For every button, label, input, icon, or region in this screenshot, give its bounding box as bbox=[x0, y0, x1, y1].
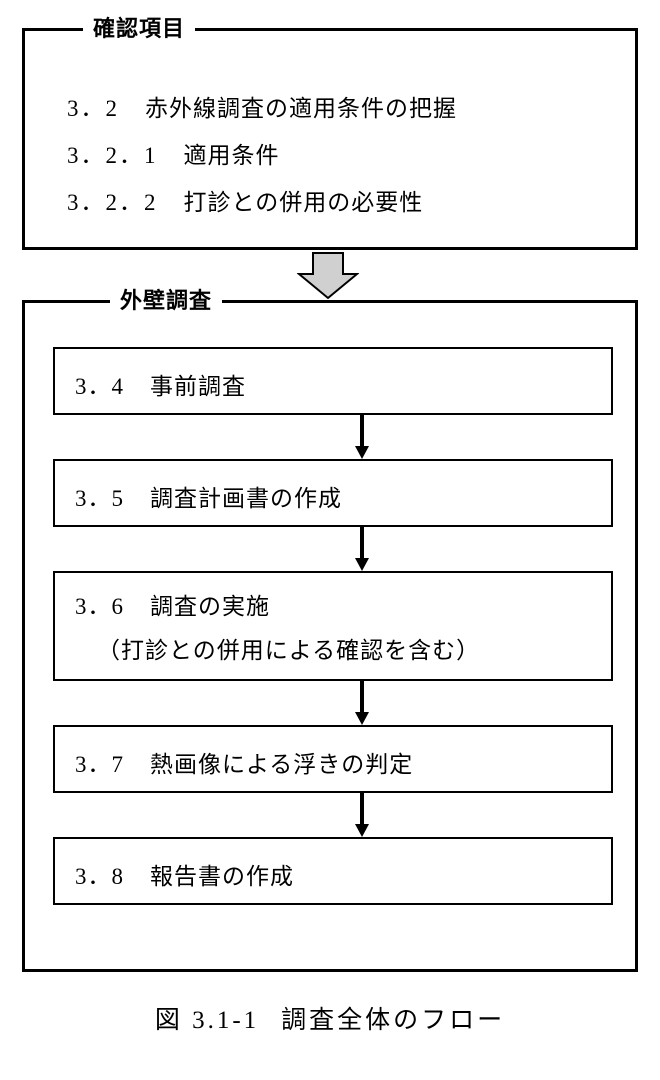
confirmation-item-label: 適用条件 bbox=[183, 143, 280, 168]
confirmation-item-number: 3．2 bbox=[67, 96, 119, 121]
confirmation-item-label: 打診との併用の必要性 bbox=[183, 190, 424, 215]
connector-arrow-1 bbox=[355, 415, 369, 459]
flow-step-label: 調査計画書の作成 bbox=[150, 486, 342, 511]
flow-step-box[interactable]: 3．4 事前調査 bbox=[53, 347, 613, 415]
down-arrow-icon bbox=[296, 252, 360, 300]
flow-step-text: 3．7 熱画像による浮きの判定 bbox=[75, 745, 413, 779]
flow-step-box[interactable]: 3．8 報告書の作成 bbox=[53, 837, 613, 905]
confirmation-item-number: 3．2．1 bbox=[67, 143, 158, 168]
flow-step-text: 3．6 調査の実施 bbox=[75, 587, 270, 621]
flow-step-number: 3．8 bbox=[75, 864, 124, 889]
flow-step-text: 3．5 調査計画書の作成 bbox=[75, 479, 342, 513]
flow-step-box[interactable]: 3．5 調査計画書の作成 bbox=[53, 459, 613, 527]
flow-step-box[interactable]: 3．7 熱画像による浮きの判定 bbox=[53, 725, 613, 793]
flow-step-label: 事前調査 bbox=[150, 374, 246, 399]
connector-arrow-4 bbox=[355, 793, 369, 837]
exterior-wall-survey-group: 外壁調査 3．4 事前調査 3．5 調査計画書の作成 3．6 調査の実施 （打診との併… bbox=[22, 287, 638, 972]
flow-step-number: 3．4 bbox=[75, 374, 124, 399]
confirmation-item-label: 赤外線調査の適用条件の把握 bbox=[145, 96, 457, 121]
exterior-wall-survey-legend: 外壁調査 bbox=[110, 287, 223, 315]
figure-caption-number: 図 3.1-1 bbox=[154, 1007, 260, 1034]
flow-step-label: 調査の実施 bbox=[150, 594, 270, 619]
confirmation-item-number: 3．2．2 bbox=[67, 190, 158, 215]
flow-step-label: 熱画像による浮きの判定 bbox=[150, 752, 414, 777]
figure-caption-title: 調査全体のフロー bbox=[281, 1007, 506, 1034]
flow-step-label: 報告書の作成 bbox=[150, 864, 294, 889]
confirmation-items-group: 確認項目 3．2 赤外線調査の適用条件の把握 3．2．1 適用条件 3．2．2 打診と… bbox=[22, 15, 638, 250]
flow-step-text: 3．4 事前調査 bbox=[75, 367, 246, 401]
connector-arrow-2 bbox=[355, 527, 369, 571]
confirmation-item-row: 3．2．2 打診との併用の必要性 bbox=[67, 183, 423, 217]
flow-step-number: 3．6 bbox=[75, 594, 124, 619]
connector-arrow-3 bbox=[355, 681, 369, 725]
confirmation-item-row: 3．2．1 適用条件 bbox=[67, 136, 280, 170]
figure-caption: 図 3.1-1 調査全体のフロー bbox=[0, 1000, 660, 1036]
confirmation-item-row: 3．2 赤外線調査の適用条件の把握 bbox=[67, 89, 457, 123]
confirmation-items-legend: 確認項目 bbox=[83, 15, 196, 43]
flow-step-number: 3．7 bbox=[75, 752, 124, 777]
flow-step-sublabel: （打診との併用による確認を含む） bbox=[97, 638, 481, 663]
flow-step-number: 3．5 bbox=[75, 486, 124, 511]
flow-step-text: 3．8 報告書の作成 bbox=[75, 857, 294, 891]
flow-step-box[interactable]: 3．6 調査の実施 （打診との併用による確認を含む） bbox=[53, 571, 613, 681]
